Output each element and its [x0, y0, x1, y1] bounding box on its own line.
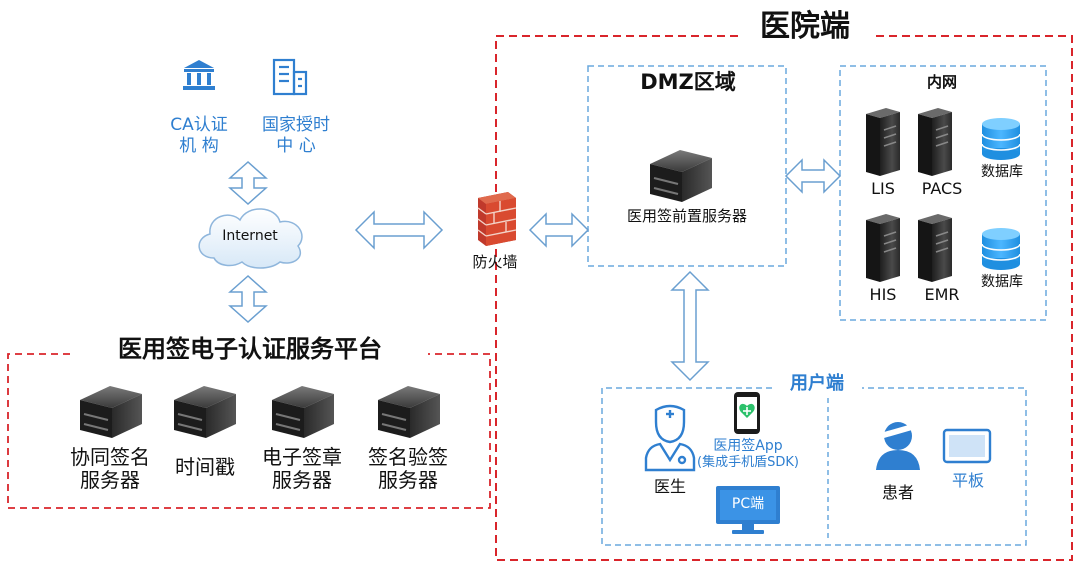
ca-institution-icon	[183, 60, 215, 90]
hospital-region-border	[495, 35, 1073, 561]
platform-server-4-line1: 签名验签	[368, 445, 448, 469]
ca-institution-label-line1: CA认证	[170, 115, 228, 135]
arrow-dmz-user	[670, 270, 710, 382]
platform-server-label-3: 电子签章 服务器	[244, 446, 360, 492]
pc-label: PC端	[731, 496, 765, 512]
firewall-label: 防火墙	[472, 253, 518, 271]
tablet-label: 平板	[951, 471, 984, 490]
platform-title: 医用签电子认证服务平台	[118, 335, 382, 363]
database-label-2: 数据库	[981, 274, 1023, 290]
platform-server-1-line2: 服务器	[80, 468, 140, 492]
lis-server-icon	[866, 108, 900, 176]
intranet-title: 内网	[926, 73, 957, 91]
platform-region-border	[7, 353, 491, 509]
dmz-front-server-label: 医用签前置服务器	[626, 207, 747, 225]
database-label-1: 数据库	[981, 164, 1023, 180]
dmz-front-server-icon	[650, 150, 712, 202]
arrow-dmz-intranet	[784, 158, 842, 194]
his-server-icon	[866, 214, 900, 282]
arrow-internet-firewall	[354, 210, 444, 250]
arrow-internet-platform	[228, 274, 268, 324]
patient-icon	[876, 422, 920, 470]
time-center-icon	[272, 58, 308, 96]
his-label: HIS	[869, 285, 897, 304]
platform-server-4-line2: 服务器	[378, 468, 438, 492]
arrow-ca-internet	[228, 160, 268, 206]
platform-server-icon-4	[378, 386, 440, 438]
app-label-line1: 医用签App	[713, 438, 783, 454]
ca-institution-label-line2: 机 构	[179, 136, 219, 156]
internet-label: Internet	[222, 228, 278, 244]
lis-label: LIS	[871, 179, 895, 198]
user-region-border	[601, 387, 1027, 546]
platform-server-label-1: 协同签名 服务器	[50, 446, 170, 492]
doctor-label: 医生	[653, 477, 686, 496]
doctor-icon	[644, 404, 696, 472]
app-label-line2: (集成手机盾SDK)	[697, 455, 799, 470]
platform-server-label-2: 时间戳	[150, 456, 260, 479]
firewall-icon	[477, 192, 517, 246]
phone-icon	[734, 392, 760, 434]
time-center-label-line2: 中 心	[276, 136, 316, 156]
user-title: 用户端	[790, 373, 844, 394]
platform-server-3-line2: 服务器	[272, 468, 332, 492]
platform-server-icon-3	[272, 386, 334, 438]
arrow-firewall-dmz	[528, 212, 590, 248]
dmz-title: DMZ区域	[640, 70, 736, 94]
emr-server-icon	[918, 214, 952, 282]
dmz-region-border	[587, 65, 787, 267]
intranet-region-border	[839, 65, 1047, 321]
time-center-label-line1: 国家授时	[262, 115, 330, 135]
database-icon-1	[981, 118, 1021, 160]
pacs-label: PACS	[921, 179, 963, 198]
patient-label: 患者	[881, 483, 914, 502]
pc-monitor-icon	[716, 486, 780, 534]
platform-server-2-line1: 时间戳	[175, 455, 235, 479]
platform-server-icon-2	[174, 386, 236, 438]
platform-server-1-line1: 协同签名	[70, 445, 150, 469]
database-icon-2	[981, 228, 1021, 270]
platform-server-3-line1: 电子签章	[262, 445, 342, 469]
emr-label: EMR	[924, 285, 960, 304]
platform-server-label-4: 签名验签 服务器	[350, 446, 466, 492]
pacs-server-icon	[918, 108, 952, 176]
tablet-icon	[942, 428, 992, 464]
hospital-title: 医院端	[760, 9, 850, 44]
internet-cloud-icon	[198, 208, 303, 269]
platform-server-icon-1	[80, 386, 142, 438]
